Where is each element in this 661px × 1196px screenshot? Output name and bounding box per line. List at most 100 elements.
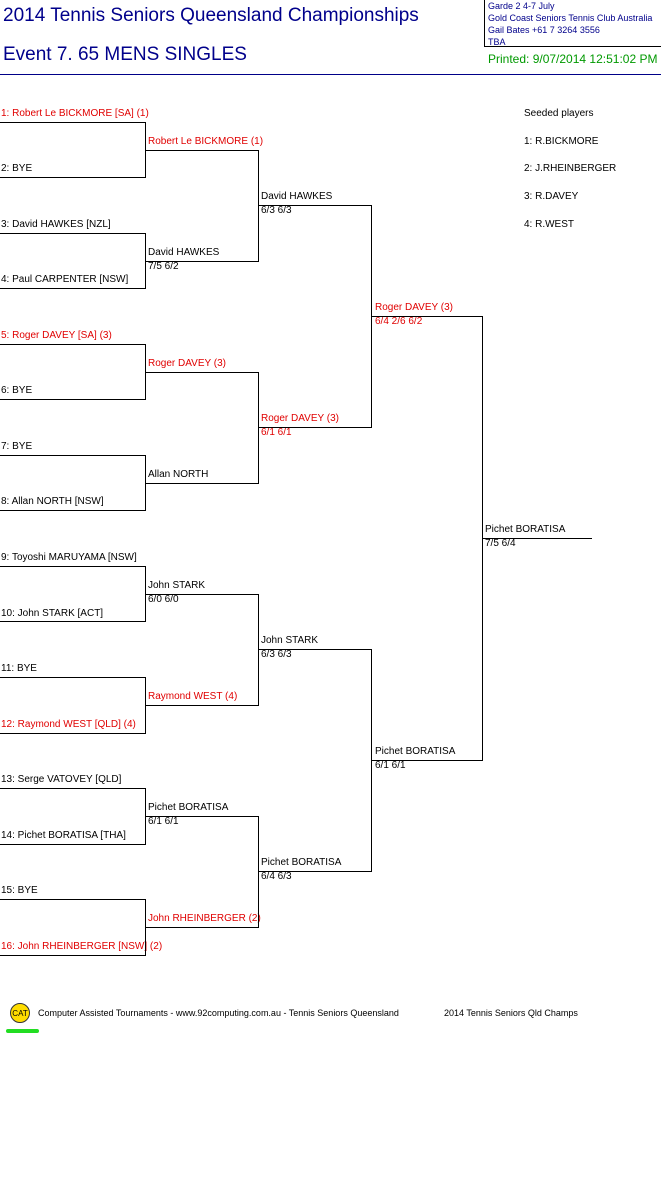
bracket-line — [482, 316, 483, 761]
round2-winner: Robert Le BICKMORE (1) — [148, 136, 264, 147]
info-line: TBA — [488, 37, 506, 47]
footer-credit: Computer Assisted Tournaments - www.92co… — [38, 1008, 399, 1018]
bracket-line — [145, 899, 146, 956]
bracket-line — [0, 677, 146, 678]
round3-score: 6/3 6/3 — [261, 205, 292, 216]
draw-entry: 4: Paul CARPENTER [NSW] — [1, 274, 129, 285]
printed-timestamp: Printed: 9/07/2014 12:51:02 PM — [488, 52, 658, 66]
bracket-line — [259, 205, 372, 206]
round2-score: 6/0 6/0 — [148, 594, 179, 605]
round3-winner: David HAWKES — [261, 191, 333, 202]
semifinal-winner: Pichet BORATISA — [375, 746, 456, 757]
draw-entry: 1: Robert Le BICKMORE [SA] (1) — [1, 108, 149, 119]
bracket-line — [0, 455, 146, 456]
draw-entry: 10: John STARK [ACT] — [1, 608, 104, 619]
bracket-line — [0, 344, 146, 345]
bracket-line — [259, 649, 372, 650]
bracket-line — [258, 372, 259, 484]
header-divider — [0, 74, 661, 75]
draw-entry: 3: David HAWKES [NZL] — [1, 219, 111, 230]
bracket-line — [146, 483, 259, 484]
bracket-line — [146, 816, 259, 817]
round3-score: 6/3 6/3 — [261, 649, 292, 660]
bracket-line — [146, 261, 259, 262]
info-line: Gold Coast Seniors Tennis Club Australia — [488, 13, 653, 23]
bracket-line — [145, 122, 146, 178]
bracket-line — [258, 594, 259, 706]
champion-score: 7/5 6/4 — [485, 538, 516, 549]
round2-winner: David HAWKES — [148, 247, 220, 258]
bracket-line — [146, 594, 259, 595]
bracket-line — [258, 816, 259, 928]
bracket-line — [146, 372, 259, 373]
bracket-line — [0, 733, 146, 734]
round2-winner: John STARK — [148, 580, 206, 591]
bracket-line — [0, 177, 146, 178]
bracket-line — [0, 122, 146, 123]
semifinal-score: 6/1 6/1 — [375, 760, 406, 771]
draw-entry: 12: Raymond WEST [QLD] (4) — [1, 719, 136, 730]
seed-item: 2: J.RHEINBERGER — [524, 163, 617, 174]
bracket-line — [145, 233, 146, 289]
round2-winner: Raymond WEST (4) — [148, 691, 238, 702]
round2-winner: Roger DAVEY (3) — [148, 358, 226, 369]
venue-info: Garde 2 4-7 July Gold Coast Seniors Tenn… — [484, 0, 661, 47]
draw-entry: 16: John RHEINBERGER [NSW] (2) — [1, 941, 163, 952]
draw-entry: 8: Allan NORTH [NSW] — [1, 496, 104, 507]
round2-winner: Allan NORTH — [148, 469, 209, 480]
round2-score: 6/1 6/1 — [148, 816, 179, 827]
cat-logo: CAT — [10, 1003, 30, 1023]
bracket-line — [0, 788, 146, 789]
bracket-line — [0, 899, 146, 900]
bracket-line — [145, 566, 146, 622]
semifinal-score: 6/4 2/6 6/2 — [375, 316, 423, 327]
bracket-line — [372, 316, 483, 317]
bracket-line — [0, 621, 146, 622]
bracket-line — [371, 205, 372, 428]
bracket-line — [0, 233, 146, 234]
round2-winner: Pichet BORATISA — [148, 802, 229, 813]
info-line: Gail Bates +61 7 3264 3556 — [488, 25, 600, 35]
draw-entry: 5: Roger DAVEY [SA] (3) — [1, 330, 112, 341]
bracket-line — [145, 788, 146, 845]
bracket-line — [483, 538, 592, 539]
bracket-line — [0, 510, 146, 511]
draw-entry: 14: Pichet BORATISA [THA] — [1, 830, 126, 841]
round2-score: 7/5 6/2 — [148, 261, 179, 272]
seed-item: 1: R.BICKMORE — [524, 136, 599, 147]
draw-entry: 6: BYE — [1, 385, 33, 396]
bracket-line — [259, 871, 372, 872]
bracket-line — [145, 344, 146, 400]
champion-name: Pichet BORATISA — [485, 524, 566, 535]
bracket-line — [258, 150, 259, 262]
round3-winner: Roger DAVEY (3) — [261, 413, 339, 424]
seeds-heading: Seeded players — [524, 108, 594, 119]
logo-underline — [6, 1029, 39, 1033]
round3-score: 6/1 6/1 — [261, 427, 292, 438]
footer-event-name: 2014 Tennis Seniors Qld Champs — [444, 1008, 578, 1018]
bracket-line — [0, 288, 146, 289]
bracket-line — [145, 677, 146, 734]
draw-entry: 15: BYE — [1, 885, 38, 896]
draw-entry: 9: Toyoshi MARUYAMA [NSW] — [1, 552, 137, 563]
bracket-line — [0, 955, 146, 956]
tournament-title: 2014 Tennis Seniors Queensland Champions… — [3, 5, 419, 26]
event-title: Event 7. 65 MENS SINGLES — [3, 44, 247, 65]
semifinal-winner: Roger DAVEY (3) — [375, 302, 453, 313]
bracket-line — [0, 399, 146, 400]
round3-score: 6/4 6/3 — [261, 871, 292, 882]
round3-winner: John STARK — [261, 635, 319, 646]
bracket-line — [371, 649, 372, 872]
seed-item: 4: R.WEST — [524, 219, 575, 230]
seed-item: 3: R.DAVEY — [524, 191, 579, 202]
draw-entry: 2: BYE — [1, 163, 33, 174]
round3-winner: Pichet BORATISA — [261, 857, 342, 868]
draw-entry: 13: Serge VATOVEY [QLD] — [1, 774, 122, 785]
bracket-line — [146, 150, 259, 151]
info-line: Garde 2 4-7 July — [488, 1, 555, 11]
draw-entry: 7: BYE — [1, 441, 33, 452]
bracket-line — [0, 566, 146, 567]
bracket-line — [146, 705, 259, 706]
bracket-line — [259, 427, 372, 428]
bracket-line — [0, 844, 146, 845]
